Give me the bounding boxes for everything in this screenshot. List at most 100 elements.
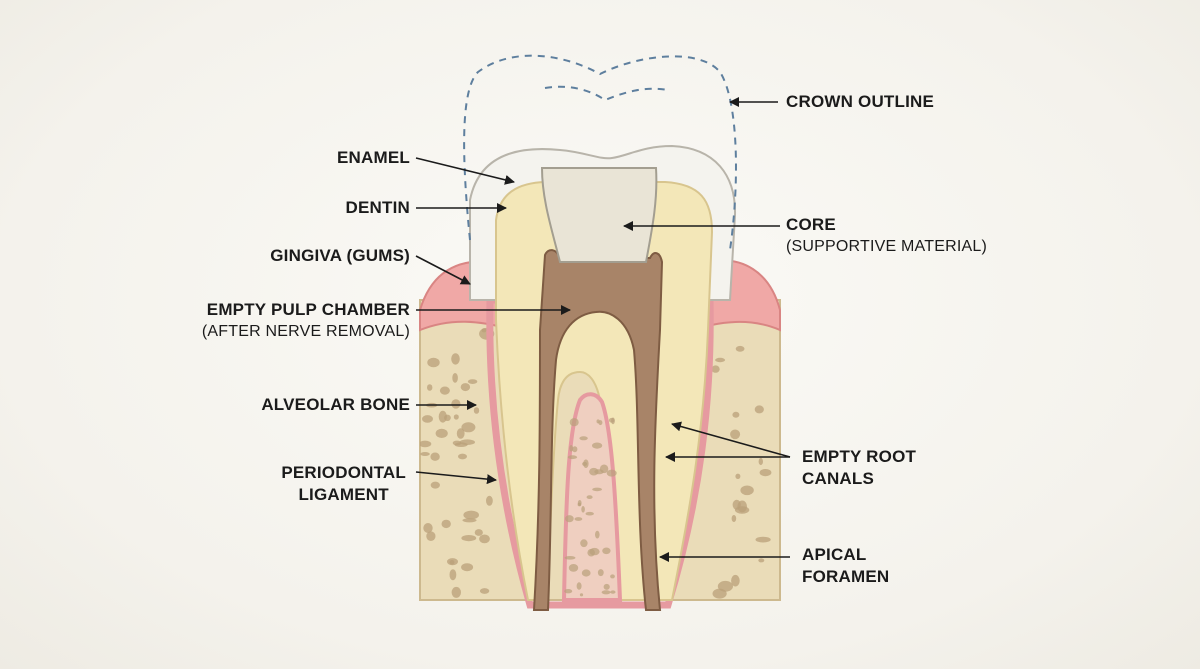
bone-pore: [574, 517, 583, 521]
bone-pore: [758, 457, 763, 466]
bone-pore: [567, 455, 578, 460]
label-periodontal-ligament: PERIODONTAL LIGAMENT: [281, 462, 406, 506]
bone-pore: [602, 547, 611, 555]
bone-pore: [569, 418, 579, 427]
label-apical-line1: APICAL: [802, 545, 867, 564]
bone-pore: [435, 428, 448, 438]
bone-pore: [735, 345, 745, 352]
bone-pore: [601, 590, 611, 595]
bone-pore: [592, 442, 603, 449]
bone-pore: [598, 420, 603, 426]
bone-pore: [606, 469, 617, 477]
bone-pore: [430, 452, 440, 461]
label-core-sub: (SUPPORTIVE MATERIAL): [786, 238, 987, 255]
bone-pore: [610, 574, 615, 579]
bone-pore: [456, 428, 465, 439]
bone-pore: [427, 384, 433, 391]
bone-pore: [712, 588, 727, 599]
bone-pore: [754, 405, 764, 414]
bone-pore: [565, 515, 574, 523]
bone-pore: [611, 417, 615, 425]
bone-pore: [599, 464, 609, 474]
bone-pore: [595, 530, 600, 539]
bone-pore: [581, 506, 585, 513]
bone-pore: [592, 487, 602, 492]
label-root-canals-line2: CANALS: [802, 469, 875, 488]
bone-pore: [564, 589, 573, 594]
label-pulp-sub: (AFTER NERVE REMOVAL): [201, 323, 410, 340]
bone-pore: [461, 563, 474, 572]
bone-pore: [461, 422, 476, 433]
bone-pore: [486, 495, 493, 506]
bone-pore: [451, 353, 460, 365]
bone-pore: [426, 531, 436, 541]
bone-pore: [449, 569, 457, 581]
label-apical-line2: FORAMEN: [802, 567, 890, 586]
leader-lines: [415, 97, 791, 562]
periodontal-ligament: [486, 296, 714, 609]
bone-pore: [569, 445, 574, 452]
bone-pore: [758, 558, 765, 563]
bone-pore: [730, 429, 741, 440]
bone-pore: [422, 415, 433, 423]
bone-pore: [430, 481, 440, 489]
label-alveolar-bone: ALVEOLAR BONE: [261, 395, 410, 414]
bone-pore: [461, 535, 477, 542]
bone-pore: [568, 564, 579, 572]
bone-pore: [479, 588, 490, 594]
bone-pore: [715, 357, 726, 363]
label-apical-foramen: APICAL FORAMEN: [802, 544, 889, 588]
bone-pore: [474, 529, 483, 536]
bone-pore: [427, 357, 440, 368]
bone-pore: [585, 511, 594, 516]
bone-pore: [453, 414, 459, 420]
bone-pore: [481, 328, 487, 333]
bone-pore: [610, 590, 616, 594]
bone-pore: [473, 407, 480, 414]
label-core-title: CORE: [786, 215, 836, 234]
bone-pore: [755, 536, 771, 543]
bone-pore: [734, 506, 750, 514]
bone-pore: [423, 523, 433, 533]
bone-pore: [420, 452, 430, 456]
crown-outline: [463, 54, 737, 251]
bone-pore: [451, 399, 461, 409]
label-pulp-chamber: EMPTY PULP CHAMBER (AFTER NERVE REMOVAL): [202, 299, 410, 343]
bone-pore: [581, 569, 591, 577]
bone-pore: [479, 534, 490, 544]
label-core: CORE (SUPPORTIVE MATERIAL): [786, 214, 987, 258]
bone-pore: [731, 515, 737, 522]
label-periodontal-line2: LIGAMENT: [298, 485, 389, 504]
bone-pore: [579, 436, 588, 441]
label-dentin: DENTIN: [345, 198, 410, 217]
bone-pore: [420, 440, 432, 448]
bone-pore: [580, 539, 588, 548]
bone-pore: [731, 574, 740, 587]
label-empty-root-canals: EMPTY ROOT CANALS: [802, 446, 916, 490]
bone-pore: [740, 485, 754, 496]
bone-pore: [735, 473, 741, 479]
pulp-chamber: [532, 249, 664, 611]
label-gingiva: GINGIVA (GUMS): [270, 246, 410, 265]
label-pulp-title: EMPTY PULP CHAMBER: [206, 300, 410, 319]
bone-pore: [586, 495, 593, 499]
bone-pore: [579, 593, 584, 597]
core-material: [540, 167, 658, 263]
bone-pore: [711, 365, 720, 373]
bone-pore: [458, 453, 467, 460]
bone-pore: [451, 586, 461, 598]
bone-pore: [439, 386, 450, 395]
bone-pore: [460, 383, 471, 392]
label-enamel: ENAMEL: [337, 148, 410, 167]
label-periodontal-line1: PERIODONTAL: [281, 463, 406, 482]
bone-pore: [577, 502, 582, 507]
bone-pore: [449, 560, 455, 565]
label-root-canals-line1: EMPTY ROOT: [802, 447, 917, 466]
bone-pore: [759, 469, 772, 477]
bone-pore: [572, 446, 578, 453]
bone-pore: [452, 440, 462, 446]
bone-pore: [441, 519, 451, 529]
bone-pore: [589, 467, 599, 476]
